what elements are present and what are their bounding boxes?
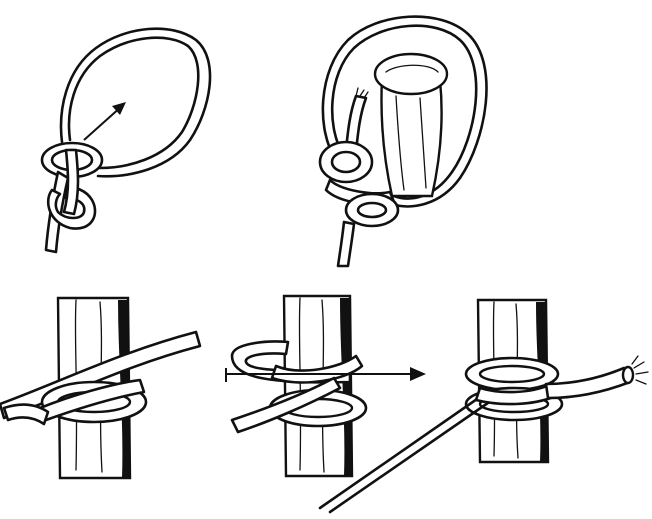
panel-clove-hitch-step-3 <box>320 300 648 512</box>
panel-clove-hitch-step-1 <box>0 298 200 478</box>
post-body <box>381 78 441 196</box>
standing-part-down <box>338 222 354 266</box>
panel-clove-hitch-step-2 <box>226 296 426 476</box>
knot-coil-upper-inner <box>332 152 360 172</box>
rope-end-cap-3 <box>623 367 633 383</box>
frayed-end-3 <box>632 356 648 384</box>
direction-arrow-line <box>84 106 122 140</box>
panel-bowline-around-post <box>320 17 487 266</box>
through-arrow-head <box>410 367 426 381</box>
rope-end-left-1 <box>4 405 48 424</box>
upper-ring-3-hole <box>480 366 544 382</box>
knot-coil-lower-inner <box>358 203 386 217</box>
panel-bowline-loop <box>42 29 210 252</box>
post-top <box>375 54 447 94</box>
